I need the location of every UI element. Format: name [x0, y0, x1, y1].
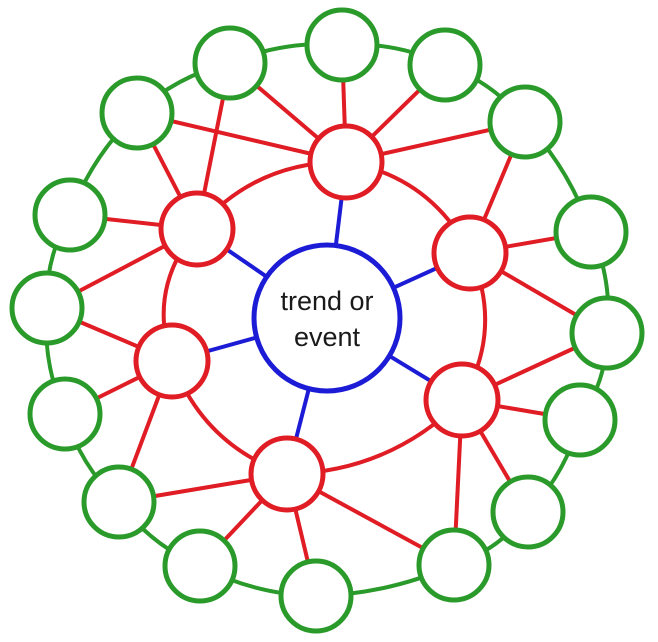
center-node [251, 242, 403, 394]
outer-node [99, 75, 175, 151]
outer-node [553, 194, 629, 270]
middle-node [248, 435, 326, 513]
outer-node [162, 528, 238, 604]
outer-ring-nodes [9, 7, 645, 634]
middle-ring-nodes [133, 123, 509, 513]
outer-node [81, 464, 157, 540]
outer-node [32, 177, 108, 253]
middle-node [133, 322, 211, 400]
outer-node [407, 27, 483, 103]
middle-node [431, 214, 509, 292]
center-label-line-1: trend or [280, 286, 373, 316]
outer-node [487, 84, 563, 160]
center-label-line-2: event [294, 322, 361, 352]
middle-node [158, 190, 236, 268]
outer-node [278, 558, 354, 634]
outer-node [569, 295, 645, 371]
outer-node [416, 527, 492, 603]
outer-node [304, 7, 380, 83]
outer-node [192, 25, 268, 101]
outer-node [9, 270, 85, 346]
outer-node [542, 382, 618, 458]
outer-node [27, 376, 103, 452]
center-node-group: trend or event [251, 242, 403, 394]
middle-node [423, 361, 501, 439]
outer-node [490, 474, 566, 550]
middle-node [307, 123, 385, 201]
